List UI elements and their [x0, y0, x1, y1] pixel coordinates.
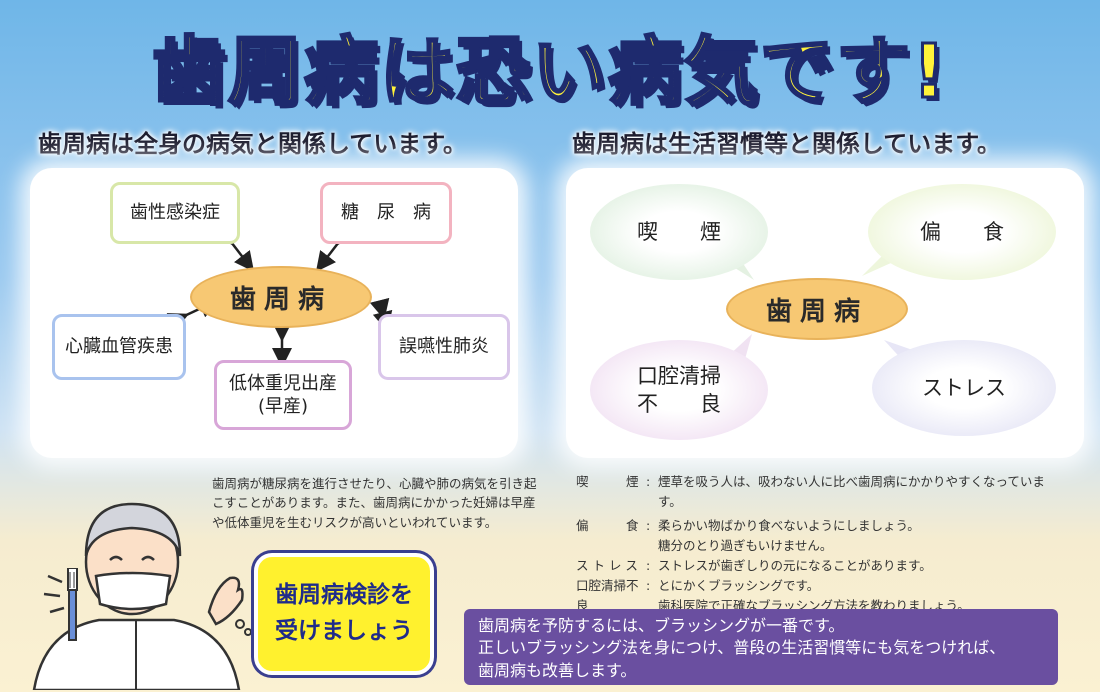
bubble-oral-line2: 不 良 [637, 392, 721, 416]
lifestyle-value: 柔らかい物ばかり食べないようにしましょう。 糖分のとり過ぎもいけません。 [658, 516, 1066, 556]
bubble-oral: 口腔清掃 不 良 [590, 340, 768, 440]
box-diabetes: 糖 尿 病 [320, 182, 452, 244]
lifestyle-key: ス ト レ ス [576, 558, 638, 573]
right-heading: 歯周病は生活習慣等と関係しています。 [572, 130, 1001, 158]
prevention-line3: 歯周病も改善します。 [478, 660, 637, 680]
checkup-sign: 歯周病検診を 受けましょう [254, 553, 434, 675]
box-birth-line2: (早産) [257, 396, 309, 417]
doctor-illustration [32, 502, 252, 690]
bubble-oral-line1: 口腔清掃 [637, 363, 721, 388]
left-panel: 歯性感染症 糖 尿 病 歯周病 心臓血管疾患 誤嚥性肺炎 低体重児出産 (早産) [30, 168, 518, 458]
lifestyle-value: 煙草を吸う人は、吸わない人に比べ歯周病にかかりやすくなっています。 [658, 474, 1045, 509]
page-title: 歯周病は恐い病気です! [151, 28, 948, 117]
box-cardio: 心臓血管疾患 [52, 314, 186, 380]
colon: : [646, 518, 651, 533]
checkup-line1: 歯周病検診を [275, 582, 413, 609]
bubble-smoking: 喫 煙 [590, 184, 768, 280]
lifestyle-list: 喫 煙: 煙草を吸う人は、吸わない人に比べ歯周病にかかりやすくなっています。 偏… [576, 472, 1066, 616]
center-oval-right: 歯周病 [726, 278, 908, 340]
lifestyle-row: 偏 食: 柔らかい物ばかり食べないようにしましょう。 糖分のとり過ぎもいけません… [576, 516, 1066, 556]
bubble-diet: 偏 食 [868, 184, 1056, 280]
toothbrush-icon [67, 568, 78, 641]
lifestyle-line: 糖分のとり過ぎもいけません。 [658, 538, 833, 553]
box-birth-line1: 低体重児出産 [229, 372, 337, 394]
box-birth: 低体重児出産 (早産) [214, 360, 352, 430]
right-panel: 喫 煙 偏 食 歯周病 口腔清掃 不 良 ストレス [566, 168, 1084, 458]
lifestyle-value: ストレスが歯ぎしりの元になることがあります。 [658, 558, 932, 573]
lifestyle-row: 喫 煙: 煙草を吸う人は、吸わない人に比べ歯周病にかかりやすくなっています。 [576, 472, 1066, 512]
checkup-line2: 受けましょう [275, 618, 413, 644]
bubble-stress: ストレス [872, 340, 1056, 436]
lifestyle-row: ス ト レ ス: ストレスが歯ぎしりの元になることがあります。 [576, 556, 1066, 576]
lifestyle-key: 偏 食 [576, 518, 639, 533]
box-pneumonia: 誤嚥性肺炎 [378, 314, 510, 380]
lifestyle-key: 喫 煙 [576, 474, 639, 489]
left-note: 歯周病が糖尿病を進行させたり、心臓や肺の病気を引き起こすことがあります。また、歯… [212, 476, 537, 530]
prevention-box: 歯周病を予防するには、ブラッシングが一番です。 正しいブラッシング法を身につけ、… [464, 609, 1058, 685]
box-infection: 歯性感染症 [110, 182, 240, 244]
prevention-line1: 歯周病を予防するには、ブラッシングが一番です。 [478, 616, 845, 635]
lifestyle-line: とにかくブラッシングです。 [658, 578, 820, 593]
lifestyle-line: 柔らかい物ばかり食べないようにしましょう。 [658, 518, 920, 533]
left-heading: 歯周病は全身の病気と関係しています。 [38, 130, 467, 158]
colon: : [646, 578, 651, 593]
colon: : [646, 558, 651, 573]
center-oval: 歯周病 [190, 266, 372, 328]
prevention-line2: 正しいブラッシング法を身につけ、普段の生活習慣等にも気をつければ、 [478, 638, 1006, 658]
colon: : [646, 474, 651, 489]
